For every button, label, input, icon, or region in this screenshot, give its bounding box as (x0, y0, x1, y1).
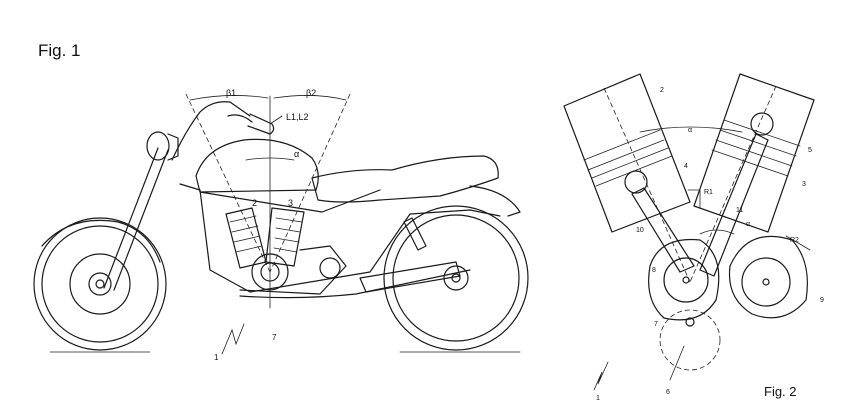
fig2-r2-label: R2 (790, 237, 799, 244)
fig2-label-8: 8 (652, 267, 656, 274)
crank-web-left (648, 238, 720, 321)
fig2-label-5: 5 (808, 147, 812, 154)
frame (179, 183, 501, 293)
fig2-label-7: 7 (654, 321, 658, 328)
alpha-arc-lower (699, 229, 735, 235)
v-twin-engine (225, 207, 347, 295)
fig1-beta1-label: β1 (226, 88, 236, 98)
seat (311, 155, 499, 203)
r2-dimension (785, 235, 811, 251)
fig2-label-11: 11 (736, 207, 743, 214)
crankshaft-axis (685, 317, 695, 327)
fig1-motorcycle (33, 93, 529, 355)
fig2-label-2: 2 (660, 87, 664, 94)
leader-6 (669, 345, 685, 381)
rear-wheel (383, 205, 529, 351)
fig2-label-10: 10 (636, 227, 644, 234)
fig1-alpha-label: α (294, 149, 299, 159)
alpha-arc-fig2 (639, 126, 743, 133)
beta1-arc (189, 95, 269, 101)
fig1-label-1: 1 (214, 353, 219, 362)
front-fork (103, 147, 169, 291)
front-fender (41, 219, 161, 263)
fig1-caption: Fig. 1 (38, 41, 81, 60)
fig2-caption: Fig. 2 (764, 384, 797, 399)
fig2-label-4: 4 (684, 163, 688, 170)
fig2-label-1: 1 (596, 395, 600, 402)
fig2-alpha2-label: α (746, 221, 750, 228)
fuel-tank (195, 138, 319, 193)
front-wheel (33, 217, 167, 351)
fig2-alpha-label: α (688, 127, 692, 134)
fig2-label-3: 3 (802, 181, 806, 188)
right-cylinder (689, 73, 815, 283)
l1l2-leader (269, 115, 283, 125)
r1-dimension (687, 189, 701, 209)
crank-web-right (728, 235, 808, 319)
fig1-label-2: 2 (252, 198, 257, 208)
brake-lever (227, 114, 253, 123)
handlebar (171, 101, 251, 161)
fig1-label-7: 7 (272, 333, 277, 342)
beta2-arc (273, 95, 347, 101)
fig2-engine-section (563, 73, 815, 391)
alpha-arc-fig1 (245, 157, 295, 161)
reference-arrow-fig1 (221, 323, 245, 355)
rear-shock (403, 217, 427, 251)
fig2-label-6: 6 (666, 389, 670, 396)
left-cylinder (563, 73, 691, 283)
fig1-l1l2-label: L1,L2 (286, 112, 309, 122)
fig1-beta2-label: β2 (306, 88, 316, 98)
cylinder-axis-left (185, 93, 271, 273)
connecting-rod-right (699, 133, 769, 277)
reference-arrow-fig2 (593, 361, 609, 391)
exhaust-pipe (239, 269, 471, 299)
fig2-label-9: 9 (820, 297, 824, 304)
cylinder-axis-right (269, 93, 351, 273)
fig1-label-3: 3 (288, 198, 293, 208)
swingarm (359, 261, 461, 293)
fig2-r1-label: R1 (704, 189, 713, 196)
crank-circle (659, 309, 721, 371)
rear-fender (469, 185, 521, 217)
frame-tube (199, 189, 381, 213)
